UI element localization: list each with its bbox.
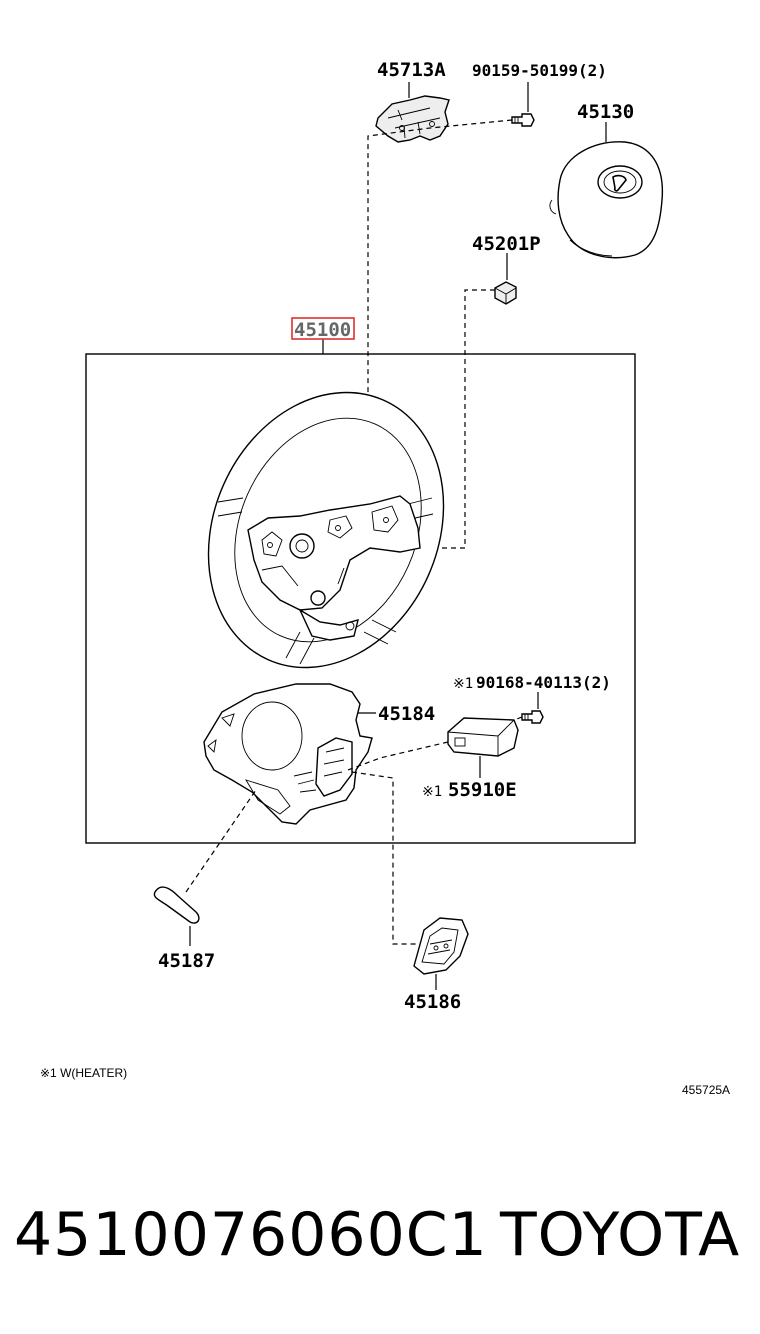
steering-wheel-part — [207, 391, 445, 669]
heater-mark-90168: ※1 — [453, 676, 473, 692]
label-90159-50199: 90159-50199(2) — [472, 61, 607, 80]
highlight-box-45100 — [291, 317, 355, 340]
bolt-part — [511, 113, 535, 127]
heater-mark-55910e: ※1 — [422, 784, 442, 800]
trim-strip-part — [153, 886, 200, 924]
label-45186: 45186 — [404, 991, 461, 1013]
switch-bezel-part — [413, 917, 469, 975]
diagram-code: 455725A — [682, 1083, 730, 1097]
label-45713a: 45713A — [377, 59, 446, 81]
label-45187: 45187 — [158, 950, 215, 972]
label-45184: 45184 — [378, 703, 435, 725]
parts-diagram: 45713A 90159-50199(2) 45130 45201P 45100… — [40, 59, 730, 1097]
label-45100: 45100 — [294, 319, 351, 341]
nut-part — [494, 281, 517, 305]
brand-name: TOYOTA — [500, 1200, 741, 1270]
label-55910e: 55910E — [448, 779, 517, 801]
lower-cover-part — [203, 683, 373, 825]
label-90168-40113: 90168-40113(2) — [476, 673, 611, 692]
footer: 4510076060C1 TOYOTA — [0, 1195, 760, 1275]
horn-bracket-part — [375, 95, 450, 143]
part-number: 4510076060C1 — [14, 1200, 488, 1270]
assembly-frame — [85, 353, 636, 844]
label-45130: 45130 — [577, 101, 634, 123]
heater-ecu-part — [447, 717, 519, 757]
screw-part — [521, 710, 544, 724]
airbag-pad-part — [549, 141, 664, 259]
label-45201p: 45201P — [472, 233, 541, 255]
heater-note: ※1 W(HEATER) — [40, 1066, 127, 1080]
